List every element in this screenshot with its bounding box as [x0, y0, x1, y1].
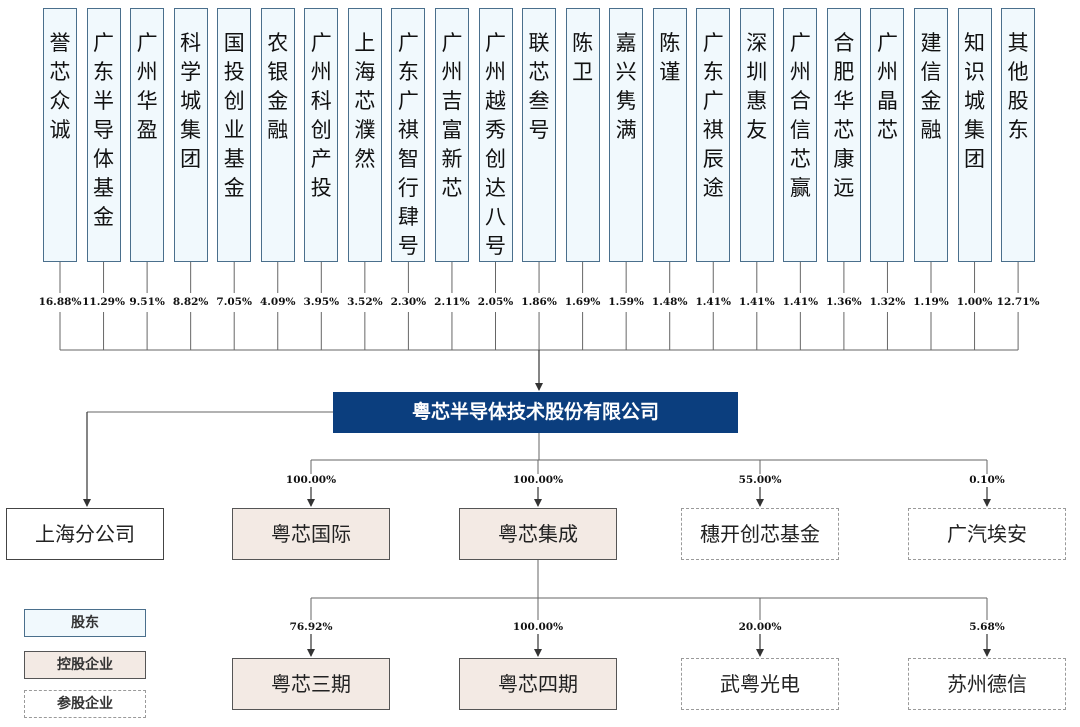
shareholder-name: 联芯叁号	[528, 31, 550, 142]
grandchild-pct: 5.68%	[969, 621, 1005, 633]
shareholder-pct: 1.59%	[608, 296, 644, 308]
shareholder-name: 深圳惠友	[746, 31, 768, 142]
shareholder-box: 深圳惠友	[739, 8, 774, 262]
subsidiary-pct: 100.00%	[512, 474, 564, 486]
shareholder-name: 陈卫	[572, 31, 594, 84]
shareholder-box: 科学城集团	[173, 8, 208, 262]
shareholder-pct: 11.29%	[82, 296, 125, 308]
shareholder-pct: 2.11%	[434, 296, 470, 308]
shareholder-name: 其他股东	[1007, 31, 1029, 142]
company-box: 粤芯半导体技术股份有限公司	[333, 392, 738, 433]
shareholder-name: 广州合信芯赢	[789, 31, 811, 200]
shareholder-name: 国投创业基金	[223, 31, 245, 200]
shareholder-box: 广东广祺智行肆号	[391, 8, 426, 262]
shareholder-box: 农银金融	[260, 8, 295, 262]
shareholder-name: 广州越秀创达八号	[485, 31, 506, 258]
shareholder-pct: 3.52%	[347, 296, 383, 308]
grandchild-pct: 76.92%	[289, 621, 333, 633]
shareholder-box: 知识城集团	[957, 8, 992, 262]
shareholder-name: 广州科创产投	[310, 31, 332, 200]
branch-box: 上海分公司	[6, 508, 164, 560]
shareholder-pct: 1.32%	[869, 296, 906, 308]
legend-controlled: 控股企业	[24, 651, 146, 679]
shareholder-name: 建信金融	[920, 31, 942, 142]
shareholder-box: 广州越秀创达八号	[478, 8, 513, 262]
shareholder-pct: 16.88%	[38, 296, 82, 308]
shareholder-name: 嘉兴隽满	[615, 31, 637, 142]
shareholder-name: 合肥华芯康远	[833, 31, 855, 200]
subsidiary-box: 粤芯国际	[232, 508, 390, 560]
shareholder-name: 陈谨	[659, 31, 681, 84]
shareholder-box: 广州吉富新芯	[434, 8, 469, 262]
shareholder-box: 嘉兴隽满	[609, 8, 644, 262]
legend-participating: 参股企业	[24, 690, 146, 718]
shareholder-box: 广州合信芯赢	[783, 8, 818, 262]
shareholder-name: 上海芯濮然	[354, 31, 376, 171]
shareholder-name: 广东广祺辰途	[702, 31, 724, 200]
grandchild-pct: 20.00%	[738, 621, 782, 633]
shareholder-pct: 1.48%	[651, 296, 688, 308]
shareholder-pct: 1.19%	[913, 296, 949, 308]
shareholder-pct: 1.41%	[782, 296, 819, 308]
shareholder-box: 陈谨	[652, 8, 687, 262]
shareholder-name: 广东半导体基金	[93, 31, 115, 229]
shareholder-box: 联芯叁号	[522, 8, 557, 262]
shareholder-pct: 2.05%	[477, 296, 514, 308]
shareholder-box: 建信金融	[914, 8, 948, 262]
grandchild-box: 粤芯三期	[232, 658, 390, 710]
shareholder-name: 广东广祺智行肆号	[397, 31, 419, 258]
subsidiary-pct: 0.10%	[969, 474, 1005, 486]
shareholder-pct: 3.95%	[303, 296, 340, 308]
shareholder-name: 广州吉富新芯	[441, 31, 463, 200]
shareholder-pct: 7.05%	[216, 296, 252, 308]
shareholder-pct: 1.00%	[956, 296, 993, 308]
shareholder-pct: 2.30%	[390, 296, 427, 308]
shareholder-box: 其他股东	[1001, 8, 1036, 262]
shareholder-box: 上海芯濮然	[347, 8, 382, 262]
shareholder-name: 农银金融	[267, 31, 289, 142]
shareholder-box: 广东半导体基金	[86, 8, 121, 262]
shareholder-name: 科学城集团	[180, 31, 202, 171]
shareholder-box: 广州科创产投	[304, 8, 339, 262]
shareholder-box: 广州晶芯	[870, 8, 905, 262]
shareholder-name: 广州晶芯	[876, 31, 898, 142]
grandchild-box: 武粤光电	[681, 658, 839, 710]
shareholder-name: 誉芯众诚	[49, 31, 71, 142]
shareholder-pct: 9.51%	[129, 296, 165, 308]
grandchild-box: 苏州德信	[908, 658, 1066, 710]
subsidiary-pct: 55.00%	[738, 474, 782, 486]
shareholder-pct: 12.71%	[996, 296, 1040, 308]
shareholder-pct: 1.41%	[695, 296, 732, 308]
shareholder-box: 广州华盈	[130, 8, 165, 262]
shareholder-pct: 1.69%	[564, 296, 601, 308]
shareholder-box: 誉芯众诚	[43, 8, 77, 262]
shareholder-pct: 4.09%	[259, 296, 296, 308]
shareholder-pct: 1.36%	[826, 296, 862, 308]
shareholder-box: 陈卫	[565, 8, 600, 262]
grandchild-pct: 100.00%	[512, 621, 564, 633]
subsidiary-box: 粤芯集成	[459, 508, 617, 560]
subsidiary-box: 穗开创芯基金	[681, 508, 839, 560]
grandchild-box: 粤芯四期	[459, 658, 617, 710]
subsidiary-pct: 100.00%	[285, 474, 337, 486]
shareholder-box: 广东广祺辰途	[696, 8, 731, 262]
shareholder-pct: 1.41%	[739, 296, 775, 308]
shareholder-name: 知识城集团	[964, 31, 986, 171]
shareholder-pct: 1.86%	[521, 296, 557, 308]
shareholder-box: 合肥华芯康远	[826, 8, 861, 262]
shareholder-pct: 8.82%	[172, 296, 209, 308]
shareholder-name: 广州华盈	[136, 31, 158, 142]
legend-shareholder: 股东	[24, 609, 146, 637]
subsidiary-box: 广汽埃安	[908, 508, 1066, 560]
shareholder-box: 国投创业基金	[217, 8, 252, 262]
